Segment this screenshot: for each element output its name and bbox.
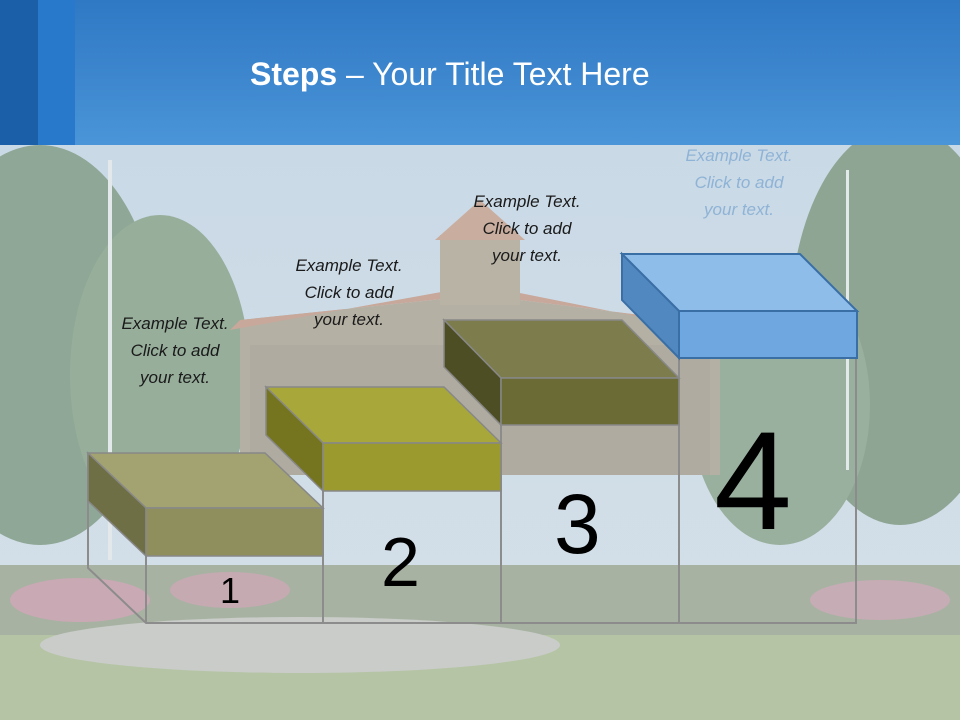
caption-line: your text. — [314, 310, 384, 329]
caption-line: Example Text. — [685, 146, 793, 165]
header-accent-bar — [0, 0, 38, 145]
step-caption-2[interactable]: Example Text. Click to add your text. — [274, 252, 424, 333]
caption-line: Click to add — [694, 173, 784, 192]
caption-line: your text. — [704, 200, 774, 219]
step-caption-3[interactable]: Example Text. Click to add your text. — [452, 188, 602, 269]
step-block-4[interactable] — [619, 251, 860, 361]
step-number-4: 4 — [714, 402, 792, 559]
caption-line: Example Text. — [295, 256, 403, 275]
caption-line: your text. — [492, 246, 562, 265]
step-block-3[interactable] — [442, 318, 681, 427]
caption-line: your text. — [140, 368, 210, 387]
slide-title[interactable]: Steps – Your Title Text Here — [250, 56, 650, 93]
caption-line: Example Text. — [473, 192, 581, 211]
step-block-1[interactable] — [86, 451, 325, 558]
header-band: Steps – Your Title Text Here — [0, 0, 960, 145]
header-accent-bar-light — [38, 0, 75, 145]
step-number-2: 2 — [381, 523, 420, 601]
caption-line: Click to add — [482, 219, 572, 238]
step-number-1: 1 — [220, 570, 241, 611]
title-rest: – Your Title Text Here — [337, 56, 650, 92]
step-caption-4[interactable]: Example Text. Click to add your text. — [664, 142, 814, 223]
title-bold: Steps — [250, 56, 338, 92]
caption-line: Click to add — [130, 341, 220, 360]
step-caption-1[interactable]: Example Text. Click to add your text. — [100, 310, 250, 391]
step-number-3: 3 — [554, 477, 601, 571]
caption-line: Click to add — [304, 283, 394, 302]
caption-line: Example Text. — [121, 314, 229, 333]
step-block-2[interactable] — [264, 385, 503, 493]
